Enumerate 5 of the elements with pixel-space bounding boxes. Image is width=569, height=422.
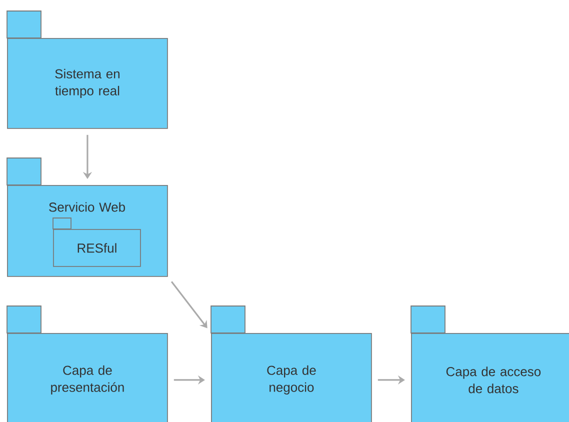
package-box: RESful [52,218,141,267]
package-box: Capa de acceso de datos [410,306,569,422]
package-box: Capa de negocio [210,306,372,422]
package-box: Capa de presentación [6,306,168,422]
package-box: Sistema en tiempo real [6,10,168,129]
